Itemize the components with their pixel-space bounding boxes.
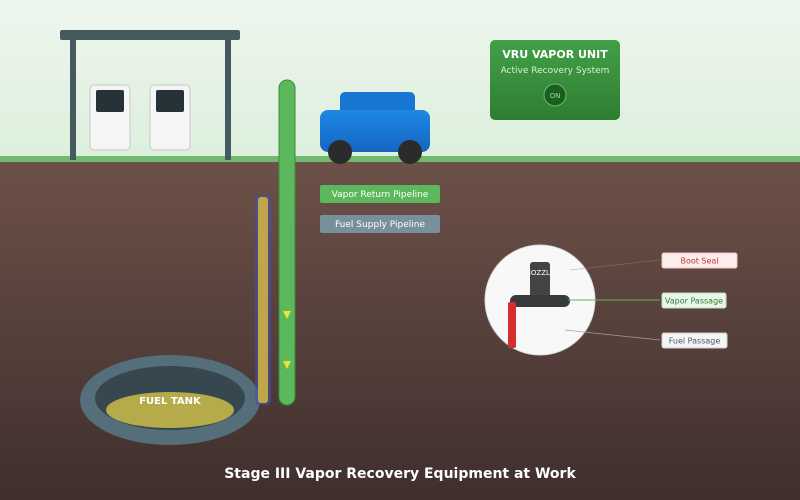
car-icon (320, 92, 430, 164)
fuel-tank: FUEL TANK (80, 355, 260, 445)
fuel-pipeline-label: Fuel Supply Pipeline (320, 215, 440, 233)
fuel-passage-leader (564, 329, 661, 341)
vapor-return-pipe (278, 79, 296, 406)
vapor-passage-callout: Vapor Passage (661, 292, 727, 309)
vapor-pipeline-label-text: Vapor Return Pipeline (332, 190, 429, 200)
fuel-passage-text: Fuel Passage (669, 337, 721, 346)
vru-unit: VRU VAPOR UNIT Active Recovery System ON (490, 40, 620, 120)
vru-status-indicator: ON (543, 83, 567, 107)
nozzle-label: NOZZLE (526, 269, 555, 277)
vapor-flow-arrow-icon (283, 361, 291, 369)
nozzle-icon (508, 262, 570, 348)
fuel-pipeline-label-text: Fuel Supply Pipeline (335, 220, 426, 230)
grass-line (0, 156, 800, 162)
vru-status-text: ON (550, 92, 561, 100)
vapor-pipeline-label: Vapor Return Pipeline (320, 185, 440, 203)
vru-subtitle: Active Recovery System (501, 66, 610, 76)
diagram-title: Stage III Vapor Recovery Equipment at Wo… (224, 466, 576, 482)
station-canopy (60, 30, 240, 160)
vapor-flow-arrow-icon (283, 311, 291, 319)
soil (0, 160, 800, 500)
gas-pump-icon (89, 84, 131, 151)
fuel-passage-callout: Fuel Passage (661, 332, 728, 349)
boot-seal-callout: Boot Seal (661, 252, 738, 269)
boot-seal-leader (569, 259, 661, 271)
boot-seal-text: Boot Seal (680, 257, 718, 266)
vapor-passage-text: Vapor Passage (665, 297, 723, 306)
fuel-supply-pipe (255, 195, 271, 405)
tank-label: FUEL TANK (139, 396, 202, 407)
vru-title: VRU VAPOR UNIT (502, 48, 608, 61)
nozzle-detail: NOZZLE (484, 244, 596, 356)
gas-pump-icon (149, 84, 191, 151)
